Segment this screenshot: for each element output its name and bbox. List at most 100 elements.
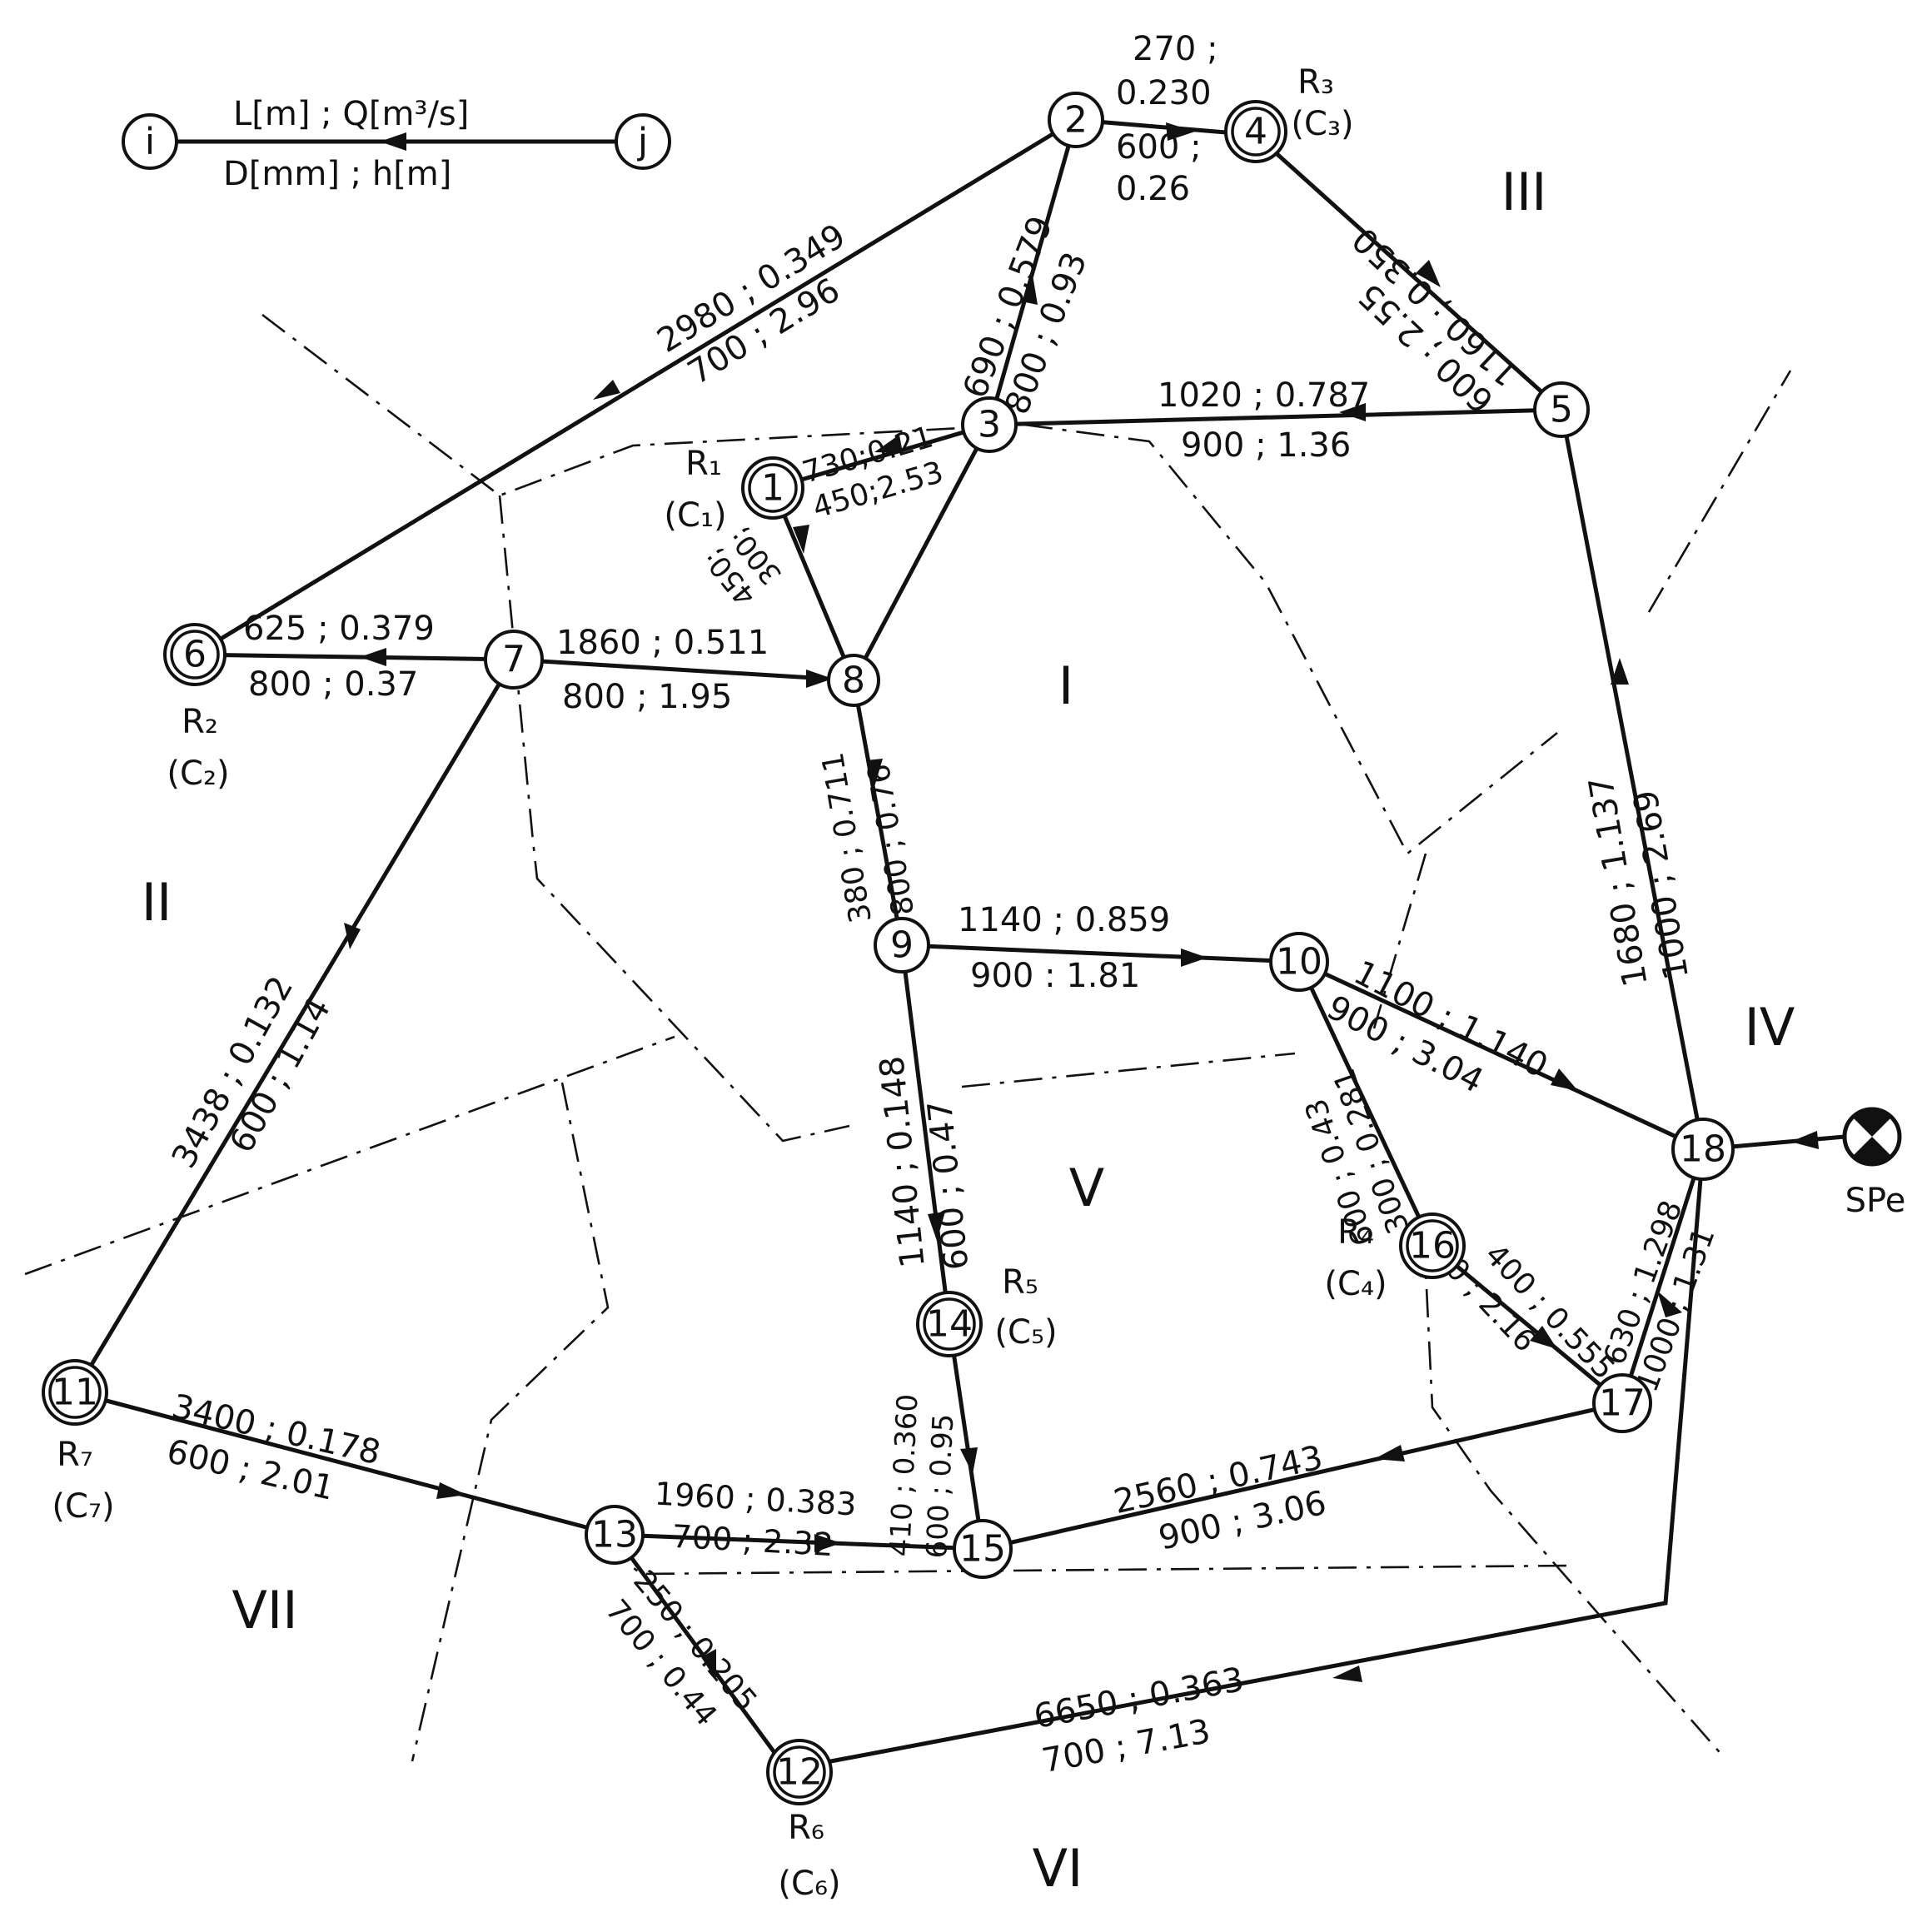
legend-top-label: L[m] ; Q[m³/s] — [233, 95, 469, 133]
pipe-label-9-10-bottom: 900 : 1.81 — [970, 957, 1140, 995]
flow-arrow-icon — [1339, 403, 1366, 421]
pipe-1-8 — [770, 485, 856, 683]
reservoir-label-r5: R₅ — [1002, 1263, 1038, 1302]
flow-arrow-icon — [814, 1534, 841, 1552]
reservoir-label-c2: (C₂) — [167, 754, 229, 793]
flow-arrow-icon — [1332, 1666, 1362, 1682]
pipe-18-5 — [1559, 407, 1705, 1152]
pipe-7-6 — [192, 652, 516, 662]
flow-arrow-icon — [593, 380, 620, 400]
flow-arrow-icon — [1166, 122, 1195, 141]
flow-arrow-icon — [1790, 1131, 1819, 1149]
pipe-18-17 — [1620, 1147, 1705, 1406]
pipe-label-2-4-top2: 0.230 — [1116, 74, 1212, 112]
reservoir-label-c7: (C₇) — [52, 1487, 114, 1526]
source-label: SPe — [1845, 1182, 1906, 1220]
node-3: 3 — [961, 396, 1018, 453]
zone-labels: I II III IV V VI VII — [142, 162, 1795, 1899]
node-2-label: 2 — [1064, 99, 1088, 142]
pipes — [72, 117, 1847, 1772]
pump-station-icon: SPe — [1842, 1107, 1906, 1220]
node-16: 16 — [1399, 1212, 1466, 1279]
node-5: 5 — [1533, 381, 1590, 438]
pipe-labels: 270 ; 0.230 600 ; 0.26 2980 ; 0.349 700 … — [0, 0, 1722, 1780]
flow-arrow-icon — [866, 759, 883, 787]
reservoir-label-c3: (C₃) — [1291, 105, 1353, 143]
node-11-label: 11 — [52, 1372, 98, 1414]
pipe-label-9-14-top: 1140 ; 0.148 — [873, 1054, 933, 1270]
reservoir-label-r7: R₇ — [57, 1436, 93, 1474]
pipe-5-3 — [987, 407, 1564, 427]
node-10: 10 — [1269, 932, 1329, 992]
reservoir-label-r6: R₆ — [788, 1809, 824, 1847]
pipe-10-18 — [1297, 959, 1705, 1152]
node-2: 2 — [1048, 92, 1104, 148]
node-9: 9 — [874, 917, 930, 973]
flow-arrow-icon — [960, 1447, 978, 1474]
reservoir-label-r1: R₁ — [685, 445, 722, 483]
node-12-label: 12 — [776, 1751, 823, 1794]
pipe-label-9-10-top: 1140 ; 0.859 — [958, 901, 1170, 939]
flow-arrow-icon — [1530, 1326, 1557, 1349]
node-4: 4 — [1224, 100, 1287, 163]
legend-bottom-label: D[mm] ; h[m] — [223, 155, 451, 193]
node-7: 7 — [484, 630, 544, 690]
zone-label-iii: III — [1501, 162, 1547, 222]
reservoir-label-c4: (C₄) — [1324, 1265, 1387, 1303]
node-13-label: 13 — [591, 1514, 638, 1556]
zone-label-vi: VI — [1033, 1838, 1083, 1899]
legend-node-i — [122, 113, 178, 170]
pipe-2-3 — [987, 117, 1078, 427]
node-4-label: 4 — [1244, 111, 1267, 153]
pipe-8-9 — [851, 678, 904, 948]
node-17: 17 — [1592, 1373, 1652, 1433]
pipe-label-2-4-top: 270 ; — [1133, 30, 1218, 68]
pipe-label-2-4-bottom2: 0.26 — [1116, 170, 1190, 208]
reservoir-label-r3: R₃ — [1297, 63, 1334, 102]
flow-arrow-icon — [1374, 1445, 1405, 1461]
flow-arrow-icon — [874, 435, 903, 453]
flow-arrow-icon — [1657, 1291, 1682, 1317]
node-12: 12 — [766, 1739, 833, 1805]
node-9-label: 9 — [890, 924, 914, 967]
pipe-label-2-4-bottom: 600 ; — [1116, 128, 1202, 167]
flow-arrow-icon — [1551, 1068, 1578, 1091]
flow-arrow-icon — [1416, 260, 1441, 287]
flow-arrow-icon — [1022, 275, 1038, 305]
node-5-label: 5 — [1550, 389, 1573, 431]
pipe-9-10 — [899, 943, 1302, 964]
flow-arrow-icon — [701, 1649, 716, 1681]
node-13: 13 — [585, 1505, 645, 1565]
flow-arrow-icon — [344, 923, 361, 949]
node-1-label: 1 — [761, 467, 784, 510]
flow-arrow-icon — [436, 1482, 466, 1499]
node-3-label: 3 — [978, 404, 1001, 446]
node-8: 8 — [827, 654, 880, 707]
reservoir-labels: R₁ (C₁) R₂ (C₂) R₃ (C₃) R₄ (C₄) R₅ (C₅) … — [52, 63, 1387, 1903]
flow-arrow-icon — [360, 648, 386, 666]
pipe-label-5-3-top: 1020 ; 0.787 — [1158, 376, 1370, 415]
pipe-label-7-8-top: 1860 ; 0.511 — [556, 624, 769, 662]
zone-label-iv: IV — [1745, 997, 1795, 1058]
legend-node-i-label: i — [145, 121, 155, 163]
node-15-label: 15 — [959, 1528, 1006, 1571]
node-18-label: 18 — [1680, 1128, 1726, 1171]
node-6-label: 6 — [183, 634, 207, 676]
flow-arrow-icon — [806, 670, 833, 688]
flow-arrow-icon — [1181, 949, 1208, 967]
pipe-label-7-6-top: 625 ; 0.379 — [243, 610, 435, 648]
pipe-18-12 — [784, 1147, 1705, 1772]
node-6: 6 — [163, 623, 227, 686]
pipe-16-17 — [1430, 1243, 1625, 1406]
pipe-3-8 — [851, 422, 992, 683]
pipe-10-16 — [1297, 959, 1435, 1248]
legend: i j L[m] ; Q[m³/s] D[mm] ; h[m] — [122, 95, 671, 193]
legend-node-j — [615, 113, 671, 170]
pipe-label-1-8-bottom: 450;2.53 — [0, 0, 763, 612]
zone-label-v: V — [1069, 1158, 1104, 1218]
pipe-9-14 — [899, 943, 952, 1327]
legend-node-j-label: j — [637, 121, 648, 163]
pipe-7-11 — [72, 657, 516, 1395]
flow-arrow-icon — [1611, 658, 1629, 685]
